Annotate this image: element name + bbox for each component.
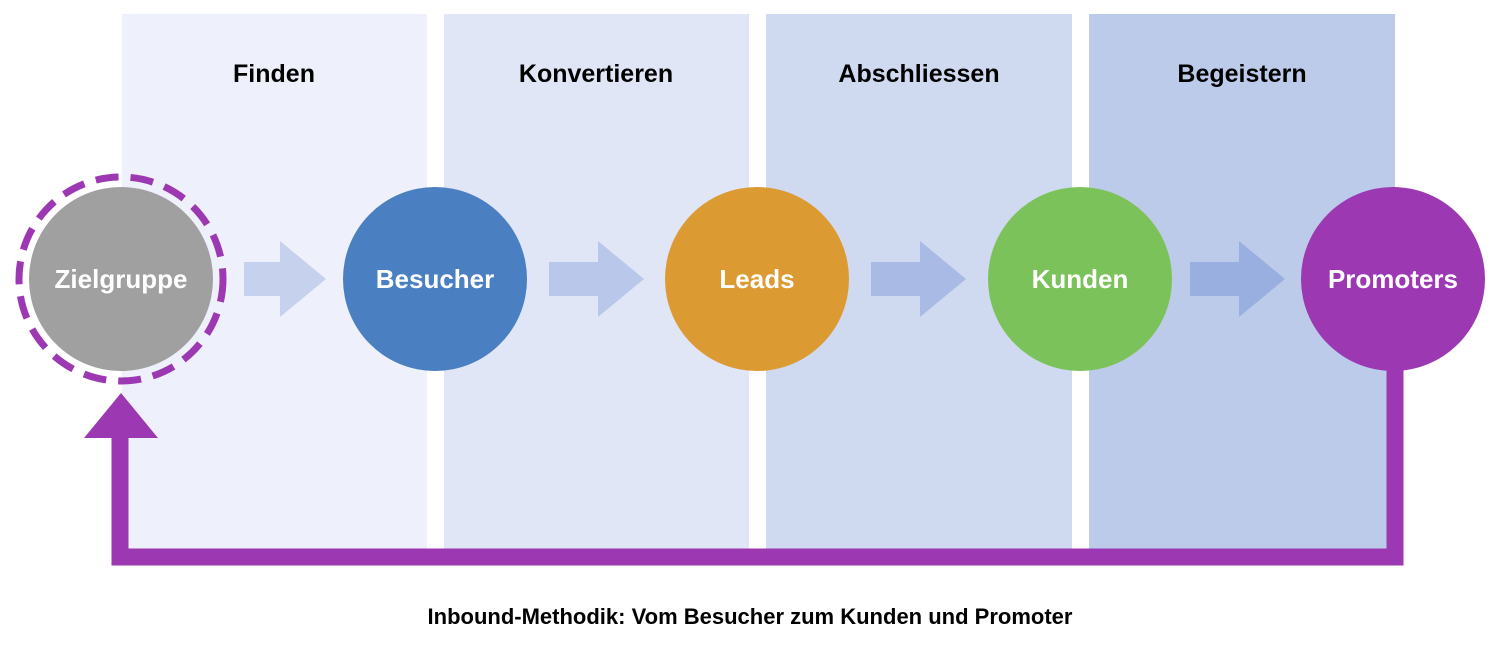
node-label-besucher: Besucher (376, 264, 495, 294)
stage-label-begeistern: Begeistern (1177, 60, 1306, 88)
node-label-zielgruppe: Zielgruppe (55, 264, 188, 294)
node-promoters (1301, 187, 1485, 371)
node-leads (665, 187, 849, 371)
feedback-loop-line (111, 368, 1404, 566)
flow-arrow-zielgruppe-besucher (244, 241, 326, 317)
zielgruppe-dashed-ring (15, 173, 227, 385)
node-besucher (343, 187, 527, 371)
diagram-caption: Inbound-Methodik: Vom Besucher zum Kunde… (427, 604, 1073, 629)
feedback-arrow-head (84, 393, 158, 438)
node-label-leads: Leads (719, 264, 794, 294)
flow-arrow-kunden-promoters (1190, 241, 1285, 317)
flow-arrow-besucher-leads (549, 241, 644, 317)
node-zielgruppe (29, 187, 213, 371)
stage-label-konvertieren: Konvertieren (519, 60, 673, 88)
node-label-promoters: Promoters (1328, 264, 1458, 294)
stage-label-abschliessen: Abschliessen (838, 60, 999, 88)
stage-label-finden: Finden (233, 60, 315, 88)
node-label-kunden: Kunden (1032, 264, 1129, 294)
flow-arrow-leads-kunden (871, 241, 966, 317)
node-kunden (988, 187, 1172, 371)
